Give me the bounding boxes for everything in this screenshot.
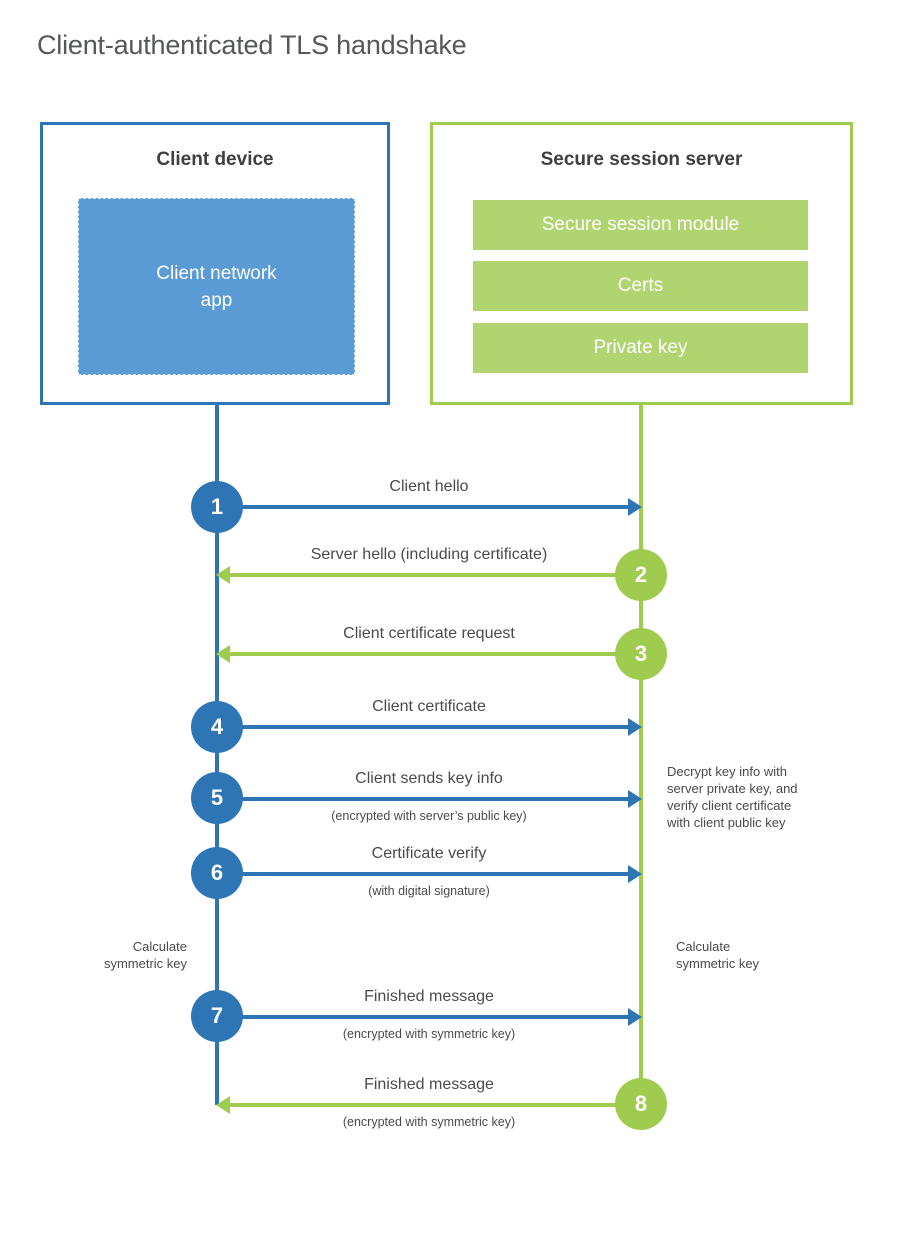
message-5-label: Client sends key info (355, 770, 503, 787)
message-6-subtext: (with digital signature) (368, 884, 490, 898)
server-module-private-key: Private key (473, 323, 808, 373)
message-8-arrowhead-icon (216, 1096, 230, 1114)
message-7-subtext: (encrypted with symmetric key) (342, 1027, 516, 1041)
server-module-secure-session-module: Secure session module (473, 200, 808, 250)
step-circle-8: 8 (615, 1078, 667, 1130)
calculate-symmetric-key-note-client: Calculate symmetric key (103, 939, 187, 971)
step-circle-7: 7 (191, 990, 243, 1042)
message-2-label: Server hello (including certificate) (310, 546, 548, 563)
client-network-app-box: Client network app (78, 198, 355, 375)
step-circle-6: 6 (191, 847, 243, 899)
client-device-title: Client device (156, 149, 274, 170)
message-3-label: Client certificate request (343, 625, 515, 642)
secure-session-server-title: Secure session server (540, 149, 743, 170)
message-4-label: Client certificate (372, 698, 486, 715)
step-circle-3: 3 (615, 628, 667, 680)
client-lifeline (215, 405, 219, 1105)
message-2-arrow-line (229, 573, 641, 577)
message-6-arrowhead-icon (628, 865, 642, 883)
message-1-arrowhead-icon (628, 498, 642, 516)
message-4-arrowhead-icon (628, 718, 642, 736)
step-circle-5: 5 (191, 772, 243, 824)
message-5-arrowhead-icon (628, 790, 642, 808)
message-7-arrowhead-icon (628, 1008, 642, 1026)
server-lifeline (639, 405, 643, 1105)
step-circle-1: 1 (191, 481, 243, 533)
message-7-label: Finished message (364, 988, 494, 1005)
message-7-arrow-line (217, 1015, 629, 1019)
message-8-label: Finished message (364, 1076, 494, 1093)
step-circle-2: 2 (615, 549, 667, 601)
page-title: Client-authenticated TLS handshake (37, 30, 467, 60)
message-1-arrow-line (217, 505, 629, 509)
message-6-arrow-line (217, 872, 629, 876)
message-5-arrow-line (217, 797, 629, 801)
message-5-subtext: (encrypted with server’s public key) (331, 809, 527, 823)
message-1-label: Client hello (389, 478, 469, 495)
message-3-arrow-line (229, 652, 641, 656)
server-module-certs: Certs (473, 261, 808, 311)
step-circle-4: 4 (191, 701, 243, 753)
message-8-subtext: (encrypted with symmetric key) (342, 1115, 516, 1129)
calculate-symmetric-key-note-server: Calculate symmetric key (676, 939, 760, 971)
message-2-arrowhead-icon (216, 566, 230, 584)
message-4-arrow-line (217, 725, 629, 729)
decrypt-key-note: Decrypt key info with server private key… (667, 764, 798, 830)
message-8-arrow-line (229, 1103, 641, 1107)
message-6-label: Certificate verify (371, 845, 487, 862)
message-3-arrowhead-icon (216, 645, 230, 663)
